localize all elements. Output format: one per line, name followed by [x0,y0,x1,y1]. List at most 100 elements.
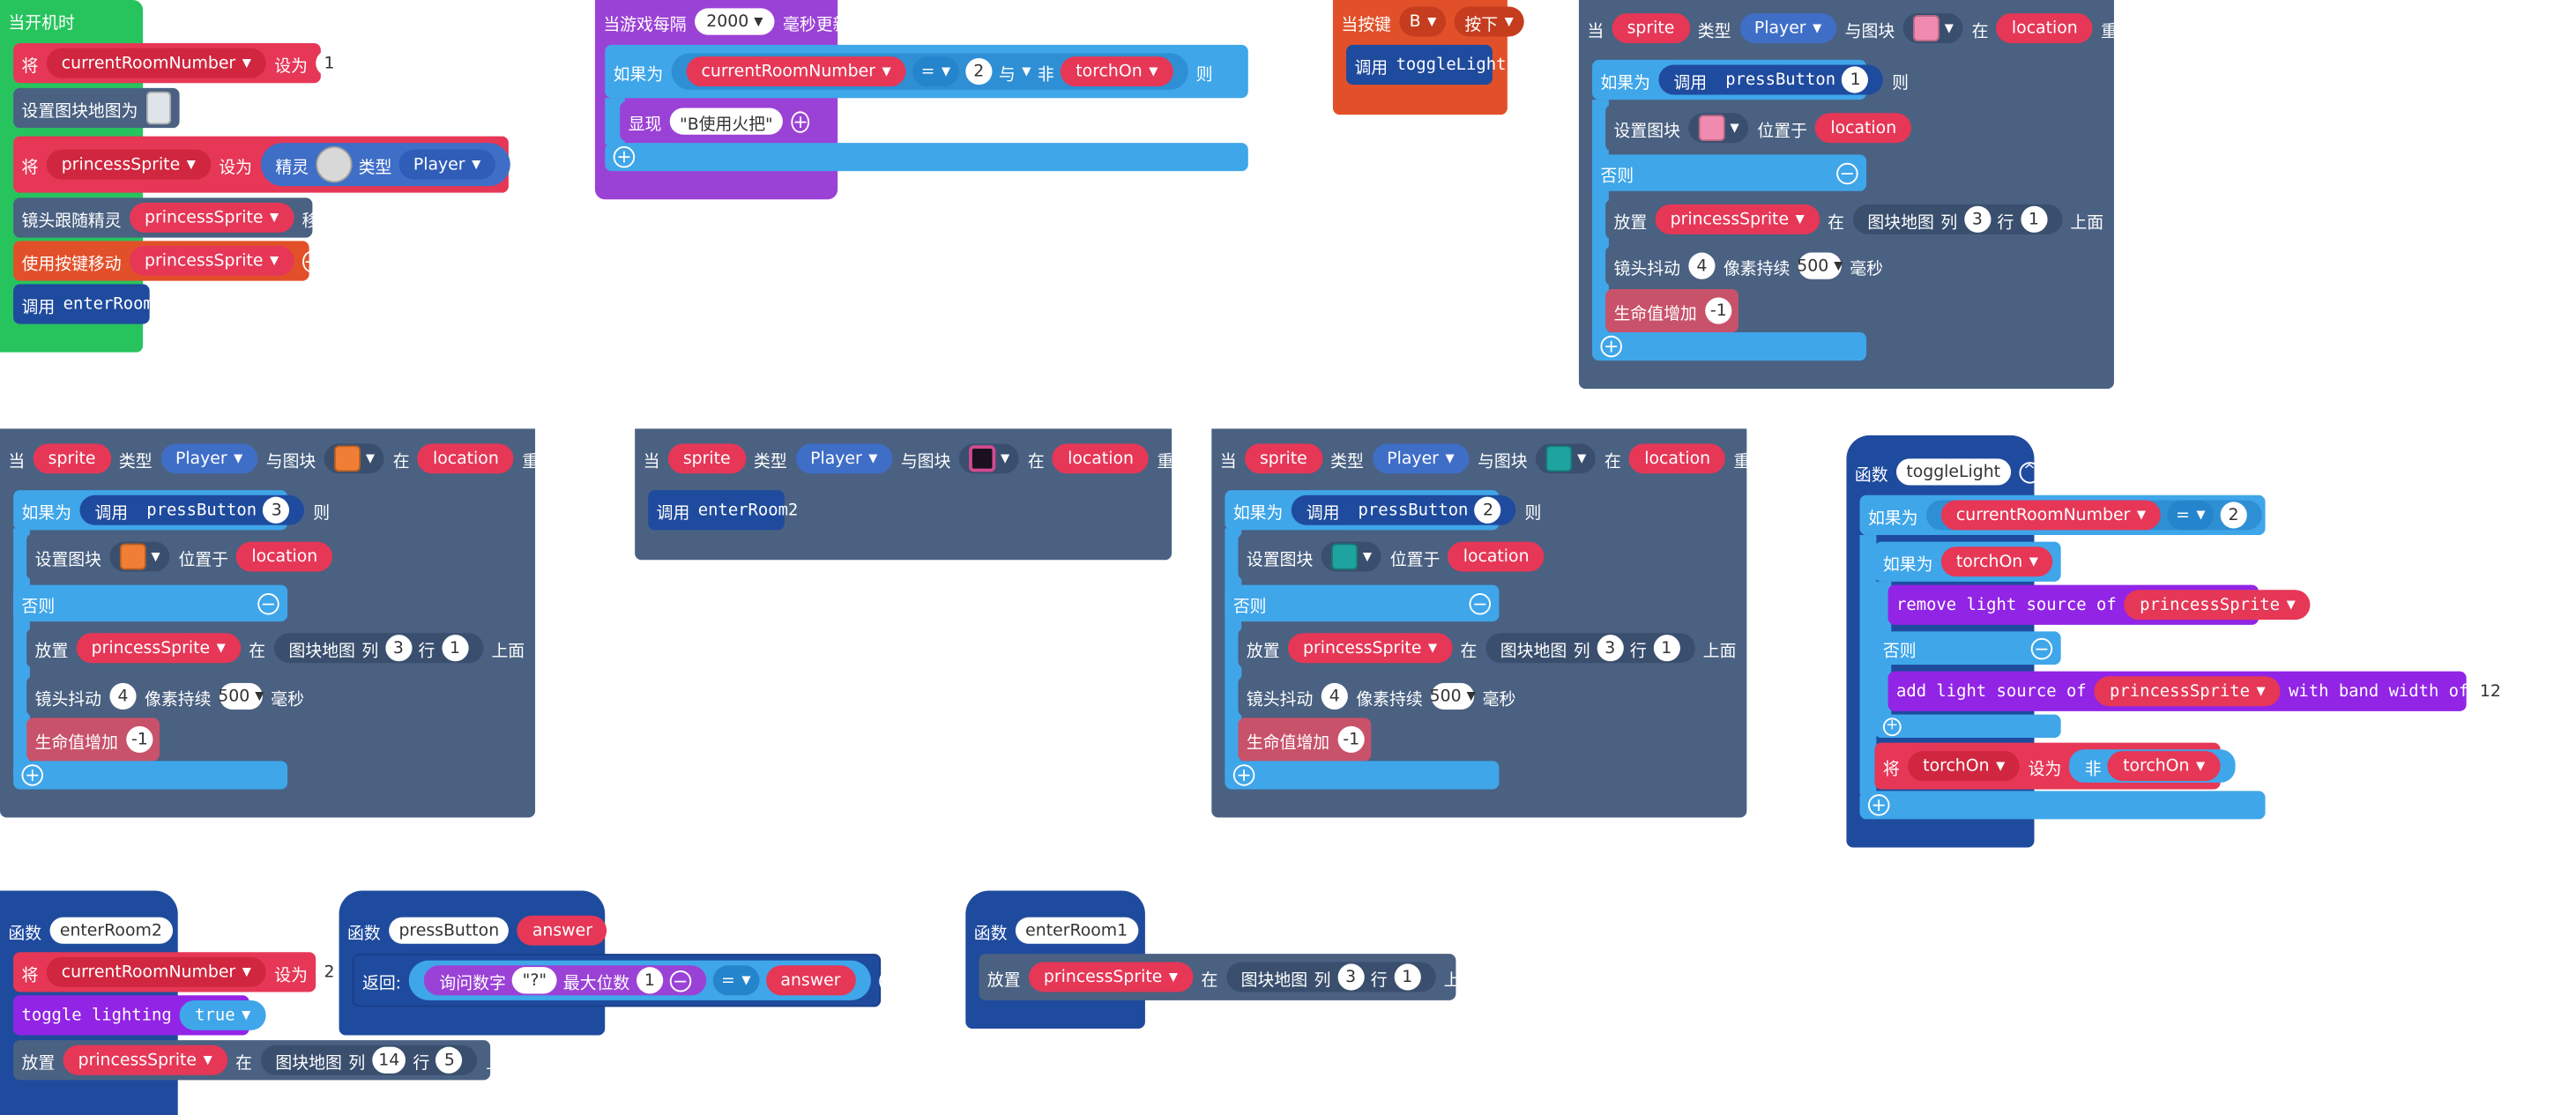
set-room-number-block[interactable]: 将 currentRoomNumber▼ 设为 1 [13,43,343,84]
row-input[interactable]: 1 [1394,963,1421,991]
row-input[interactable]: 1 [2020,205,2048,233]
toggle-lighting-block[interactable]: toggle lighting true▼ [13,995,266,1036]
function-name-input[interactable]: enterRoom2 [49,917,173,944]
collapse-icon[interactable]: ^ [615,919,637,941]
sprite-var-dropdown[interactable]: princessSprite▼ [46,149,211,180]
location-param[interactable]: location [1053,443,1149,474]
torch-dropdown[interactable]: torchOn▼ [1061,56,1173,87]
tile-dropdown[interactable]: ▼ [958,443,1020,474]
minus-icon[interactable]: − [669,970,692,992]
interval-dropdown[interactable]: 2000 ▼ [695,8,775,35]
row-input[interactable]: 1 [441,635,469,662]
col-input[interactable]: 14 [371,1046,406,1074]
bool-dropdown[interactable]: true▼ [180,1000,266,1030]
row-input[interactable]: 1 [1653,635,1680,662]
var-dropdown[interactable]: torchOn▼ [1908,751,2021,782]
tilemap-thumbnail-icon[interactable] [145,91,172,125]
kind-dropdown[interactable]: Player▼ [1738,13,1837,44]
set-room-number-block[interactable]: 将 currentRoomNumber▼ 设为 2 [13,952,343,992]
call-enter-room1-block[interactable]: 调用 enterRoom1 [13,284,163,324]
param-answer[interactable]: answer [517,915,607,946]
kind-dropdown[interactable]: Player▼ [398,149,496,180]
shake-input[interactable]: 4 [109,682,137,710]
call-enter-room2-block[interactable]: 调用 enterRoom2 [648,490,798,531]
col-input[interactable]: 3 [1963,205,1991,233]
change-life-block[interactable]: 生命值增加 -1 [1605,289,1738,333]
row-input[interactable]: 5 [436,1046,463,1074]
col-input[interactable]: 3 [384,635,412,662]
set-tile-block[interactable]: 设置图块 ▼ 位置于 location [26,533,333,580]
set-tilemap-block[interactable]: 设置图块地图为 [13,87,180,129]
plus-icon[interactable]: + [1232,764,1255,786]
arg-input[interactable]: 1 [1842,66,1869,93]
location-param[interactable]: location [418,443,514,474]
princess-image-icon[interactable] [315,145,353,183]
minus-icon[interactable]: − [878,970,898,992]
location-param[interactable]: location [1815,113,1912,144]
remove-light-block[interactable]: remove light source of princessSprite▼ [1887,584,2311,625]
collapse-icon[interactable]: ^ [180,919,203,941]
plus-icon[interactable]: + [613,145,636,168]
move-sprite-dropdown[interactable]: princessSprite▼ [130,246,294,276]
and-condition[interactable]: currentRoomNumber▼ =▼ 2 与 ▼ 非 torchOn▼ [671,53,1188,90]
col-input[interactable]: 3 [1597,635,1624,662]
plus-icon[interactable]: + [1867,794,1890,816]
life-input[interactable]: -1 [126,725,153,753]
tile-dropdown[interactable]: ▼ [1688,113,1749,144]
tile-dropdown[interactable]: ▼ [1321,541,1382,572]
sprite-create-reporter[interactable]: 精灵 类型 Player▼ [260,143,511,187]
add-light-block[interactable]: add light source of princessSprite▼ with… [1887,671,2531,711]
tile-dropdown[interactable]: ▼ [109,541,171,572]
ask-text-input[interactable]: "?" [512,967,557,994]
digits-input[interactable]: 1 [636,967,663,994]
value-input[interactable]: 2 [316,958,343,985]
change-life-block[interactable]: 生命值增加 -1 [1238,717,1372,762]
op-dropdown[interactable]: =▼ [712,965,759,996]
sprite-dropdown[interactable]: princessSprite▼ [1655,204,1820,234]
location-param[interactable]: location [1629,443,1726,474]
move-with-buttons-block[interactable]: 使用按键移动 princessSprite▼ + [13,241,321,281]
sprite-dropdown[interactable]: princessSprite▼ [1288,633,1453,664]
answer-param[interactable]: answer [765,965,856,996]
minus-icon[interactable]: − [1469,592,1492,614]
set-tile-block[interactable]: 设置图块 ▼ 位置于 location [1238,533,1545,580]
var-dropdown[interactable]: currentRoomNumber▼ [686,56,906,87]
location-param[interactable]: location [1448,541,1545,572]
op-dropdown[interactable]: =▼ [2167,500,2214,531]
camera-sprite-dropdown[interactable]: princessSprite▼ [130,202,294,233]
function-name-input[interactable]: toggleLight [1896,458,2011,486]
minus-icon[interactable]: − [2512,680,2531,702]
camera-follow-block[interactable]: 镜头跟随精灵 princessSprite▼ 移动 [13,197,335,238]
band-width-input[interactable]: 12 [2476,678,2504,705]
sprite-dropdown[interactable]: princessSprite▼ [2095,676,2281,707]
sprite-param[interactable]: sprite [667,443,746,474]
plus-icon[interactable]: + [1882,717,1902,736]
sprite-param[interactable]: sprite [1245,443,1322,474]
plus-icon[interactable]: + [21,764,44,786]
tile-dropdown[interactable]: ▼ [324,443,385,474]
value-input[interactable]: 2 [965,57,993,85]
ms-dropdown[interactable]: 500 ▼ [1430,682,1476,710]
if-block[interactable]: 如果为 currentRoomNumber▼ =▼ 2 则 [1859,494,2287,536]
plus-icon[interactable]: + [791,110,810,132]
col-input[interactable]: 3 [1337,963,1365,991]
button-dropdown[interactable]: B▼ [1399,6,1447,37]
tile-dropdown[interactable]: ▼ [1902,13,1964,44]
kind-dropdown[interactable]: Player▼ [160,443,258,474]
sprite-param[interactable]: sprite [33,443,111,474]
var-dropdown[interactable]: torchOn▼ [2108,751,2221,782]
ms-dropdown[interactable]: 500 ▼ [218,682,264,710]
